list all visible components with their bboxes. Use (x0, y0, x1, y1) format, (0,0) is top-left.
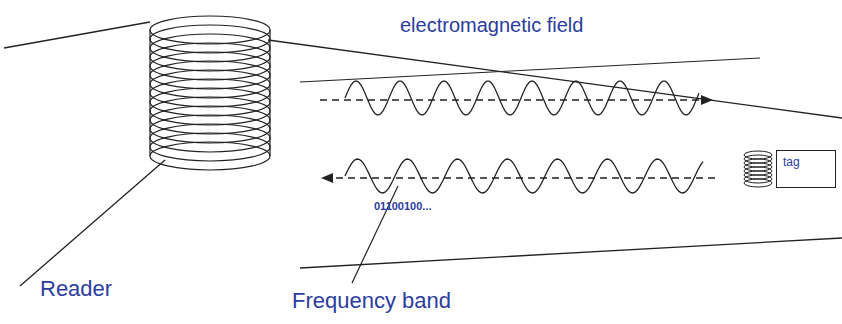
beam-line (300, 58, 760, 82)
reader-coil (150, 16, 270, 170)
field-arrow (320, 99, 712, 100)
beam-line (300, 238, 842, 268)
coil-winding (150, 16, 270, 44)
coil-winding (150, 25, 270, 53)
beam-line (268, 40, 842, 118)
coil-winding (150, 142, 270, 170)
coil-side (269, 30, 270, 156)
tag-label: tag (783, 155, 829, 169)
coil-winding (150, 88, 270, 116)
coil-winding (150, 43, 270, 71)
coil-winding (150, 79, 270, 107)
coil-winding (150, 115, 270, 143)
beam-line (20, 160, 165, 286)
carrier-wave (345, 81, 703, 193)
field-label: electromagnetic field (400, 14, 583, 37)
coil-winding (150, 124, 270, 152)
coil-winding (150, 106, 270, 134)
wave (345, 159, 703, 193)
coil-winding (150, 52, 270, 80)
field-arrow (322, 177, 715, 178)
coil-winding (150, 61, 270, 89)
coil-side (149, 30, 150, 156)
coil-winding (150, 97, 270, 125)
coil-winding (150, 70, 270, 98)
coil-winding (150, 34, 270, 62)
coil-winding (744, 179, 772, 187)
beam-line (4, 22, 150, 48)
reader-label: Reader (40, 276, 112, 302)
coil-winding (150, 133, 270, 161)
wave (345, 81, 699, 115)
band-label: Frequency band (292, 288, 451, 314)
tag-box: tag (776, 150, 836, 188)
tag-coil (744, 151, 772, 187)
bit-sequence: 01100100... (374, 200, 432, 212)
